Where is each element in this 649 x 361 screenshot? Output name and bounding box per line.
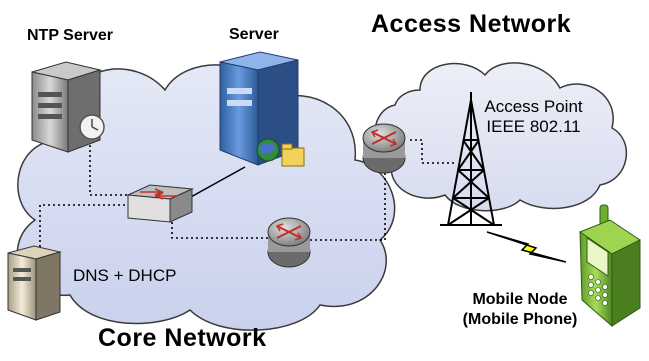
dns-dhcp-server-icon xyxy=(7,245,62,321)
link-router-router xyxy=(310,152,386,241)
access-point-label-line2: IEEE 802.11 xyxy=(486,117,581,136)
ntp-server-label: NTP Server xyxy=(27,27,113,44)
mobile-phone-icon xyxy=(578,204,641,328)
router-core-icon xyxy=(267,217,311,268)
server-icon xyxy=(219,51,305,167)
link-switch-router xyxy=(171,222,268,239)
mobile-node-label-line2: (Mobile Phone) xyxy=(462,311,578,328)
router-access-icon xyxy=(362,123,406,174)
mobile-node-label: Mobile Node (Mobile Phone) xyxy=(432,291,608,329)
access-point-tower-icon xyxy=(440,92,502,226)
link-router-ap xyxy=(410,139,455,164)
server-label: Server xyxy=(229,26,279,43)
dns-dhcp-label: DNS + DHCP xyxy=(73,266,177,285)
core-network-title: Core Network xyxy=(98,324,267,352)
ntp-server-icon xyxy=(31,61,105,153)
access-point-label-line1: Access Point xyxy=(484,97,583,116)
access-point-label: Access Point IEEE 802.11 xyxy=(476,97,591,137)
folder-icon xyxy=(281,147,305,167)
wireless-lightning-icon xyxy=(486,231,567,263)
link-switch-dns xyxy=(39,204,130,262)
switch-icon xyxy=(126,184,194,223)
access-network-cloud xyxy=(374,62,628,212)
link-ntp-switch xyxy=(89,145,130,196)
access-network-title: Access Network xyxy=(371,10,572,38)
dotted-links xyxy=(39,139,455,262)
mobile-node-label-line1: Mobile Node xyxy=(472,291,568,308)
